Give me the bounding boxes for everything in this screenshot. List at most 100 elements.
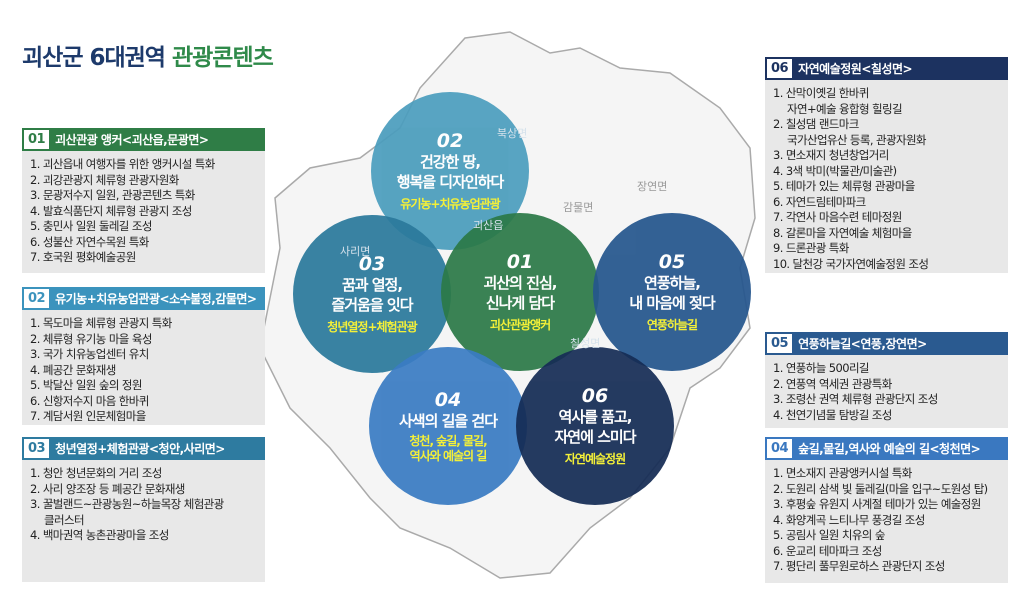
list-item: 1. 산막이옛길 한바퀴 [773,86,869,100]
panel-title: 청년열정+체험관광<청안,사리면> [55,442,225,456]
list-item: 6. 자연드림테마파크 [773,194,866,209]
map-label: 감물면 [563,201,594,214]
list-item: 8. 갈론마을 자연예술 체험마을 [773,225,912,240]
panel-number: 03 [24,439,50,458]
list-item: 1. 목도마을 체류형 관광지 특화 [30,316,172,330]
list-item: 2. 체류형 유기농 마을 육성 [30,331,152,346]
panel-number: 05 [767,334,793,353]
circle-slogan: 괴산의 진심, [483,274,558,292]
list-item: 1. 면소재지 관광앵커시설 특화 [773,466,912,480]
list-item: 2. 칠성댐 랜드마크 [773,117,859,131]
list-item: 4. 폐공간 문화재생 [30,362,116,377]
list-item: 4. 화양계곡 느티나무 풍경길 조성 [773,512,925,527]
list-item: 2. 괴강관광지 체류형 관광자원화 [30,172,179,187]
list-item: 6. 운교리 테마파크 조성 [773,543,882,558]
list-item: 1. 청안 청년문화의 거리 조성 [30,466,162,480]
panel-header: 03 청년열정+체험관광<청안,사리면> [22,437,265,460]
list-item: 국가산업유산 등록, 관광자원화 [787,132,927,147]
list-item: 5. 공림사 일원 치유의 숲 [773,528,885,542]
list-item: 6. 성불산 자연수목원 특화 [30,234,149,249]
circle-slogan: 신나게 담다 [485,294,555,312]
list-item: 4. 3색 박미(박물관/미술관) [773,163,897,178]
list-item: 3. 후평숲 유원지 사계절 테마가 있는 예술정원 [773,497,981,511]
circle-tag: 연풍하늘길 [646,318,698,332]
circle-tag: 유기농+치유농업관광 [400,197,500,211]
list-item: 4. 백마권역 농촌관광마을 조성 [30,528,169,542]
circle-tag: 역사와 예술의 길 [409,448,488,463]
list-item: 1. 연풍하늘 500리길 [773,361,870,375]
circle-slogan: 꿈과 열정, [341,276,403,294]
list-item: 5. 테마가 있는 체류형 관광마을 [773,179,915,193]
panel-header: 02 유기농+치유농업관광<소수불정,감물면> [22,287,265,310]
circle-number: 06 [581,385,609,407]
list-item: 2. 사리 양조장 등 폐공간 문화재생 [30,481,185,496]
list-item: 3. 꿀벌랜드~관광농원~하늘목장 체험관광 [30,497,224,511]
panel-title: 연풍하늘길<연풍,장연면> [798,337,927,351]
list-item: 7. 계담서원 인문체험마을 [30,409,146,423]
title-accent: 관광콘텐츠 [171,45,274,71]
circle-tag: 괴산관광앵커 [489,318,551,332]
circle-slogan: 행복을 디자인하다 [396,173,505,191]
region-panel-02: 02 유기농+치유농업관광<소수불정,감물면> 1. 목도마을 체류형 관광지 특화… [22,287,265,425]
circle-tag: 자연예술정원 [564,452,626,466]
circle-slogan: 건강한 땅, [419,153,481,171]
panel-number: 01 [24,130,50,149]
circle-number: 04 [434,388,462,411]
title-main: 괴산군 6대권역 [22,45,172,71]
circle-number: 02 [436,130,464,152]
circle-slogan: 내 마음에 젖다 [629,294,715,312]
map-label: 북상면 [497,127,528,140]
list-item: 3. 국가 치유농업센터 유치 [30,347,149,361]
circle-slogan: 연풍하늘, [644,274,701,292]
list-item: 3. 조령산 권역 체류형 관광단지 조성 [773,392,938,406]
circle-number: 01 [506,251,534,273]
panel-title: 숲길,물길,역사와 예술의 길<청천면> [798,442,981,456]
map-label: 사리면 [340,245,371,258]
circle-slogan: 역사를 품고, [558,408,633,426]
list-item: 4. 발효식품단지 체류형 관광지 조성 [30,203,192,218]
list-item: 1. 괴산읍내 여행자를 위한 앵커시설 특화 [30,157,215,171]
panel-title: 괴산관광 앵커<괴산읍,문광면> [55,133,209,147]
panel-number: 02 [24,289,50,308]
list-item: 7. 각연사 마음수련 테마정원 [773,210,902,224]
circle-number: 03 [358,253,386,275]
list-item: 클러스터 [44,512,85,527]
circle-slogan: 자연에 스미다 [554,428,636,446]
panel-number: 04 [767,439,793,458]
list-item: 9. 드론관광 특화 [773,241,849,255]
circle-tag: 청년열정+체험관광 [327,320,417,334]
list-item: 5. 충민사 일원 둘레길 조성 [30,219,152,233]
list-item: 7. 평단리 풀무원로하스 관광단지 조성 [773,559,945,573]
panel-number: 06 [767,59,793,78]
panel-title: 유기농+치유농업관광<소수불정,감물면> [55,292,257,306]
map-label: 괴산읍 [473,219,504,232]
map-label: 장연면 [637,180,668,193]
map-label: 칠성면 [570,337,601,350]
circle-number: 05 [658,251,686,273]
list-item: 자연+예술 융합형 힐링길 [787,101,903,116]
list-item: 10. 달천강 국가자연예술정원 조성 [773,256,929,271]
region-panel-01: 01 괴산관광 앵커<괴산읍,문광면> 1. 괴산읍내 여행자를 위한 앵커시설 특… [22,128,265,273]
list-item: 3. 문광저수지 일원, 관광콘텐츠 특화 [30,188,195,202]
list-item: 2. 도원리 삼색 빛 둘레길(마을 입구~도원성 탑) [773,481,988,496]
list-item: 7. 호국원 평화예술공원 [30,250,136,264]
list-item: 4. 천연기념물 탐방길 조성 [773,407,892,422]
circle-tag: 청천, 숲길, 물길, [409,433,487,448]
page-title: 괴산군 6대권역 관광콘텐츠 [22,38,274,72]
panel-header: 05 연풍하늘길<연풍,장연면> [765,332,1008,355]
list-item: 3. 면소재지 청년창업거리 [773,148,889,162]
panel-header: 04 숲길,물길,역사와 예술의 길<청천면> [765,437,1008,460]
